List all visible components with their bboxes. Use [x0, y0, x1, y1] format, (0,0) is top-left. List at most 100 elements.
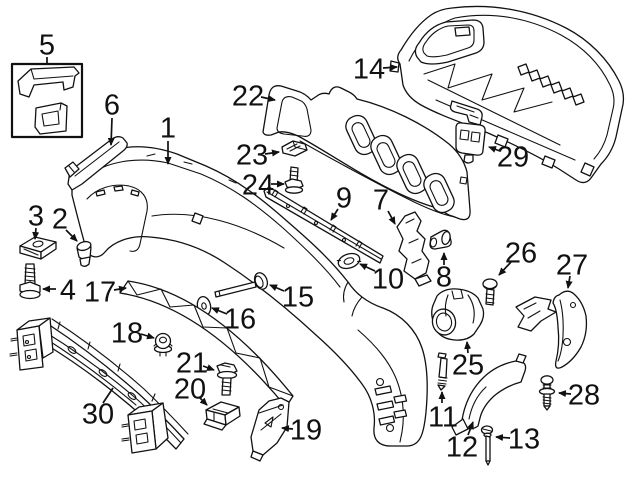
callout-5-adhesive-pad-kit: 5 [39, 29, 55, 64]
callout-4-flange-bolt: 4 [42, 274, 76, 306]
part-29-retainer-clip [455, 122, 486, 164]
part-23-clip [281, 140, 308, 157]
callout-3-cage-nut-clip: 3 [28, 200, 44, 240]
leader-line-20 [198, 396, 208, 406]
callout-18-plastic-nut: 18 [111, 317, 155, 349]
callout-11-expansion-rivet: 11 [428, 391, 458, 433]
part-25-sensor-housing [431, 288, 485, 341]
part-11-expansion-rivet [437, 352, 448, 391]
part-2-plastic-nut [76, 240, 92, 267]
callout-number-4: 4 [60, 274, 76, 306]
leader-line-7 [387, 210, 396, 225]
part-24-screw [284, 166, 304, 194]
leader-line-15 [269, 284, 285, 292]
part-8-plastic-nut [429, 229, 452, 250]
callout-number-24: 24 [242, 169, 274, 201]
callout-6-trim-strip: 6 [104, 89, 120, 146]
callout-number-5: 5 [39, 29, 55, 61]
callout-number-17: 17 [84, 276, 116, 308]
leader-line-18 [140, 332, 155, 340]
callout-number-8: 8 [436, 261, 452, 293]
callout-number-1: 1 [160, 112, 176, 144]
callout-number-3: 3 [28, 200, 44, 232]
callout-number-20: 20 [174, 373, 206, 405]
leader-line-21 [202, 364, 215, 371]
leader-line-9 [330, 208, 339, 221]
callout-14-rear-body-panel: 14 [353, 53, 398, 85]
callout-number-7: 7 [373, 184, 389, 216]
callout-number-30: 30 [82, 398, 114, 430]
leader-line-17 [113, 285, 127, 293]
callout-number-13: 13 [508, 423, 540, 455]
part-1-bumper-cover [71, 146, 428, 447]
callout-2-plastic-nut: 2 [52, 203, 78, 242]
callout-number-6: 6 [104, 89, 120, 121]
part-28-stud-bolt [538, 375, 556, 411]
callout-1-bumper-cover: 1 [160, 112, 176, 165]
callout-number-21: 21 [176, 347, 208, 379]
callout-22-lower-valance: 22 [232, 80, 276, 112]
callout-13-screw: 13 [495, 423, 540, 455]
callout-number-11: 11 [428, 401, 458, 433]
leader-line-13 [495, 434, 511, 441]
leader-line-3 [32, 227, 40, 240]
callout-number-14: 14 [353, 53, 385, 85]
callout-number-23: 23 [236, 139, 268, 171]
part-15-retaining-pin [214, 272, 269, 298]
callout-30-impact-bar: 30 [82, 387, 114, 430]
part-19-corner-bracket [250, 397, 290, 462]
leader-line-16 [211, 307, 228, 315]
callout-15-retaining-pin: 15 [269, 281, 314, 313]
callout-10-grommet: 10 [359, 263, 404, 295]
callout-number-18: 18 [111, 317, 143, 349]
callout-20-clamp-bracket: 20 [174, 373, 208, 406]
leader-line-28 [558, 390, 572, 398]
part-13-screw [480, 425, 494, 466]
part-30-impact-bar [9, 317, 189, 454]
leader-line-25 [464, 341, 472, 354]
leader-line-14 [382, 64, 398, 71]
callout-16-washer: 16 [211, 303, 256, 335]
callout-24-screw: 24 [242, 169, 285, 201]
part-20-clamp-bracket [203, 401, 241, 431]
leader-line-6 [107, 117, 115, 146]
callout-17-energy-absorber: 17 [84, 276, 127, 308]
leader-line-10 [359, 263, 376, 272]
leader-line-2 [65, 229, 78, 242]
part-4-flange-bolt [19, 263, 41, 300]
part-21-flange-bolt [216, 362, 238, 396]
leader-line-22 [260, 95, 276, 102]
callout-7-side-support-bracket: 7 [373, 184, 396, 225]
part-26-screw [482, 278, 498, 306]
callout-27-mud-guard-bracket: 27 [556, 249, 588, 289]
callout-number-9: 9 [336, 182, 352, 214]
callout-number-2: 2 [52, 203, 68, 235]
leader-line-19 [281, 425, 294, 433]
part-18-plastic-nut [153, 332, 173, 357]
leader-line-29 [488, 146, 501, 153]
part-10-grommet [336, 252, 362, 270]
callout-number-22: 22 [232, 80, 264, 112]
callout-29-retainer-clip: 29 [488, 141, 529, 173]
part-6-trim-strip [64, 136, 128, 191]
leader-line-27 [565, 275, 573, 289]
callout-number-27: 27 [556, 249, 588, 281]
callout-19-corner-bracket: 19 [281, 414, 322, 446]
part-7-side-support-bracket [396, 211, 432, 287]
callout-number-15: 15 [282, 281, 314, 313]
callout-number-19: 19 [290, 414, 322, 446]
leader-line-23 [264, 149, 280, 157]
leader-line-12 [467, 421, 474, 436]
callout-21-flange-bolt: 21 [176, 347, 215, 379]
callout-25-sensor-housing: 25 [452, 341, 484, 381]
part-3-cage-nut-clip [19, 236, 57, 260]
callout-number-10: 10 [372, 263, 404, 295]
callout-number-25: 25 [452, 349, 484, 381]
callout-8-plastic-nut: 8 [436, 252, 452, 293]
part-27-mud-guard-bracket [515, 290, 588, 369]
part-5-adhesive-pad-kit [10, 62, 84, 139]
callout-number-12: 12 [446, 431, 478, 463]
